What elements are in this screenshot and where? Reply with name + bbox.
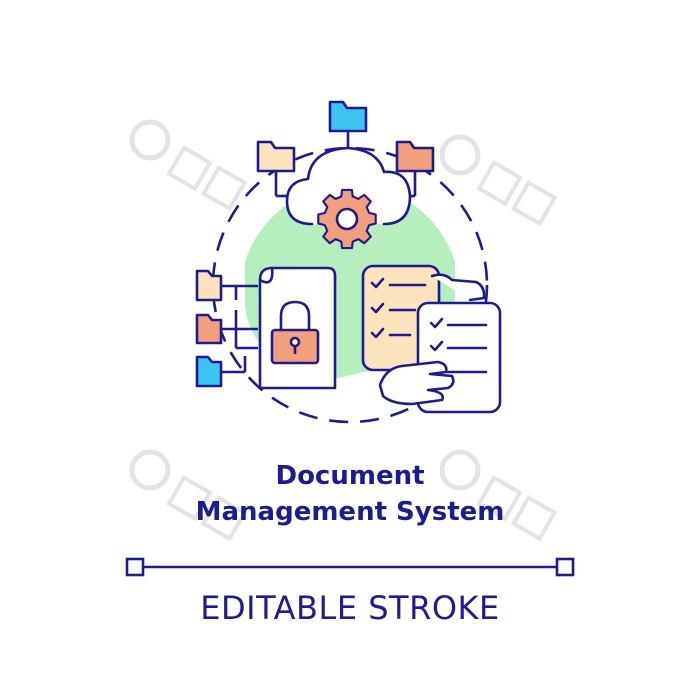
padlock-icon xyxy=(270,300,320,365)
folder-icon xyxy=(195,269,223,302)
document-management-illustration xyxy=(195,100,502,424)
page-title: Document Management System xyxy=(0,458,700,530)
gear-icon xyxy=(317,188,377,250)
editable-stroke-caption: EDITABLE STROKE xyxy=(200,589,500,627)
title-line-1: Document xyxy=(275,461,425,491)
title-line-2: Management System xyxy=(195,497,505,527)
dashed-circle xyxy=(211,146,489,424)
folder-icon xyxy=(256,140,296,173)
watermark-logo xyxy=(440,134,558,227)
watermark-logo xyxy=(130,119,248,212)
cloud-icon xyxy=(285,146,412,226)
hand-icon xyxy=(378,360,455,406)
divider-handle-left xyxy=(125,557,145,577)
folder-tree-lines xyxy=(220,284,258,374)
watermark-logo xyxy=(440,449,558,542)
document-icon xyxy=(258,266,337,390)
folder-icon xyxy=(328,100,368,133)
folder-icon xyxy=(395,140,435,173)
editable-stroke-divider xyxy=(125,557,575,577)
folder-icon xyxy=(195,313,223,345)
folder-icon xyxy=(195,355,223,388)
hand-icon xyxy=(430,273,486,302)
connector-lines xyxy=(274,132,417,198)
watermark-logo xyxy=(130,449,248,542)
divider-handle-right xyxy=(555,557,575,577)
